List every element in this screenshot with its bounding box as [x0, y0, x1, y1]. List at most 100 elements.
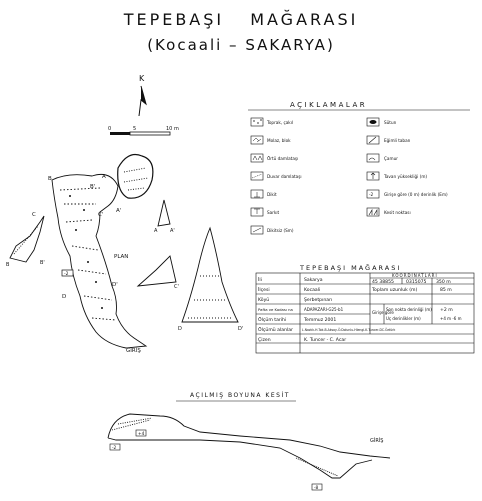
svg-text:-8: -8 [314, 485, 319, 491]
depth-icon [366, 189, 380, 199]
slope-icon [366, 135, 380, 145]
svg-text:Tavan yüksekliği (m): Tavan yüksekliği (m) [383, 174, 427, 179]
plan-boulders [69, 195, 103, 309]
svg-text:Kocaali: Kocaali [304, 287, 320, 293]
svg-text:K. Tuncer - C. Acar: K. Tuncer - C. Acar [304, 337, 346, 343]
north-label: K [139, 74, 145, 83]
svg-text:Çizen: Çizen [258, 337, 271, 343]
svg-text:Sarkıt: Sarkıt [267, 210, 280, 215]
section-point-icon [366, 207, 380, 217]
svg-text:C: C [32, 212, 36, 218]
entrance-label-section: GİRİŞ [370, 437, 383, 444]
svg-text:Toplam uzunluk (m): Toplam uzunluk (m) [371, 287, 417, 293]
svg-text:Dikitsiz (Sm): Dikitsiz (Sm) [267, 228, 294, 233]
page-subtitle: (Kocaali – SAKARYA) [147, 36, 335, 54]
svg-text:Kesit noktası: Kesit noktası [384, 210, 411, 215]
svg-text:-2: -2 [112, 445, 117, 451]
scale-zero: 0 [108, 126, 111, 132]
svg-text:D': D' [238, 326, 243, 332]
legend-right: Sütun Eğimli taban Çamur Tavan yüksekliğ… [366, 117, 448, 217]
legend-title: AÇIKLAMALAR [290, 101, 367, 109]
svg-text:85 m: 85 m [440, 287, 452, 293]
svg-text:C': C' [98, 212, 103, 218]
svg-text:A': A' [170, 228, 175, 234]
svg-text:0315075: 0315075 [406, 279, 427, 285]
chamber-top [117, 153, 154, 199]
cave-plan [51, 153, 154, 349]
section-floor [107, 437, 373, 479]
svg-text:Girişe göre (0 m) derinlik (Em: Girişe göre (0 m) derinlik (Em) [384, 192, 448, 197]
svg-text:L.Nazlık-H.Tok-B.Aksoy-Ö.Dolun: L.Nazlık-H.Tok-B.Aksoy-Ö.Dolunlu-HIengi-… [302, 327, 395, 332]
cross-section-a: A A' [154, 199, 175, 234]
info-table: TEPEBAŞI MAĞARASI İli Sakarya İlçesi Koc… [255, 263, 475, 354]
north-arrow-icon: K [138, 74, 147, 117]
svg-text:+4: +4 [138, 431, 145, 437]
entrance-label-plan: GİRİŞ [126, 347, 141, 354]
section-depth-box-1: -2 [109, 443, 121, 451]
wall-dripstone-icon [250, 171, 264, 181]
section-depth-box-2: +4 [135, 429, 147, 437]
cave-plan-outline [51, 173, 148, 349]
soil-block-icon [250, 117, 264, 127]
svg-text:+4 m -6 m: +4 m -6 m [440, 316, 462, 321]
svg-text:Toprak, çakıl: Toprak, çakıl [266, 120, 293, 125]
svg-text:Sakarya: Sakarya [304, 277, 323, 283]
scale-ten: 10 m [166, 126, 179, 132]
svg-text:Uç derinlikler (m): Uç derinlikler (m) [386, 316, 421, 321]
svg-text:350 m: 350 m [436, 279, 451, 285]
svg-text:+2 m: +2 m [440, 307, 453, 313]
svg-text:Temmuz 2001: Temmuz 2001 [303, 317, 336, 323]
scale-five: 5 [133, 126, 136, 132]
svg-text:Pafta ve Kodası na: Pafta ve Kodası na [258, 307, 293, 312]
svg-text:A: A [154, 228, 158, 234]
svg-text:Köyü: Köyü [258, 297, 269, 303]
svg-text:-2: -2 [64, 271, 69, 277]
svg-text:B: B [6, 262, 10, 268]
plan-label: PLAN [114, 254, 128, 260]
svg-text:Duvar damlataşı: Duvar damlataşı [267, 174, 302, 179]
svg-text:Molaz, blok: Molaz, blok [267, 138, 291, 143]
svg-text:45 38855: 45 38855 [372, 279, 394, 285]
legend-left: Toprak, çakıl Molaz, blok Örtü damlataşı… [250, 117, 302, 235]
svg-text:Girişe göre: Girişe göre [372, 310, 394, 315]
svg-text:KOORDİNATLARI: KOORDİNATLARI [392, 273, 438, 278]
svg-text:B: B [48, 176, 52, 182]
svg-text:Ölçümü alanlar: Ölçümü alanlar [258, 326, 293, 333]
svg-text:Şerbetpınarı: Şerbetpınarı [304, 297, 332, 303]
svg-text:Ölçüm tarihi: Ölçüm tarihi [258, 316, 286, 323]
info-table-title: TEPEBAŞI MAĞARASI [299, 263, 401, 272]
svg-text:Eğimli taban: Eğimli taban [384, 138, 411, 143]
svg-text:Dikit: Dikit [267, 192, 277, 197]
svg-text:D': D' [112, 282, 118, 288]
svg-text:Sütun: Sütun [384, 120, 397, 125]
svg-text:Son nokta derinliği (m): Son nokta derinliği (m) [386, 307, 432, 312]
scale-bar: 0 5 10 m [108, 126, 179, 136]
page-title: TEPEBAŞI MAĞARASI [123, 10, 359, 29]
svg-text:A: A [102, 174, 106, 180]
svg-text:ADAPAZARI-G25-b1: ADAPAZARI-G25-b1 [304, 307, 344, 312]
svg-text:Örtü damlataşı: Örtü damlataşı [267, 156, 298, 161]
flowstone-icon [250, 153, 264, 163]
plan-depth-box-1: -2 [61, 269, 74, 277]
svg-text:İli: İli [258, 276, 262, 283]
svg-text:A': A' [116, 208, 121, 214]
cross-section-d: D D' [178, 226, 243, 332]
section-title: AÇILMIŞ BOYUNA KESİT [190, 392, 290, 399]
svg-text:İlçesi: İlçesi [258, 286, 270, 293]
svg-text:C': C' [174, 284, 179, 290]
svg-text:D: D [178, 326, 182, 332]
cross-section-b: B B' [6, 215, 45, 268]
clay-sand-icon [250, 135, 264, 145]
plan-section-letters: B A B' C C' D D' A' [32, 174, 121, 300]
svg-text:Çamur: Çamur [384, 156, 398, 161]
cross-section-c: C' [136, 255, 179, 290]
legend: AÇIKLAMALAR Toprak, çakıl Molaz, blok Ör… [248, 101, 470, 235]
svg-text:B': B' [90, 184, 95, 190]
longitudinal-section: AÇILMIŞ BOYUNA KESİT -2 +4 -8 GİRİŞ [107, 392, 391, 491]
section-depth-box-3: -8 [311, 483, 323, 491]
cave-plan-rubble-fill [59, 187, 117, 321]
svg-text:-2: -2 [369, 192, 374, 198]
section-ceiling [107, 413, 391, 459]
svg-text:B': B' [40, 260, 45, 266]
